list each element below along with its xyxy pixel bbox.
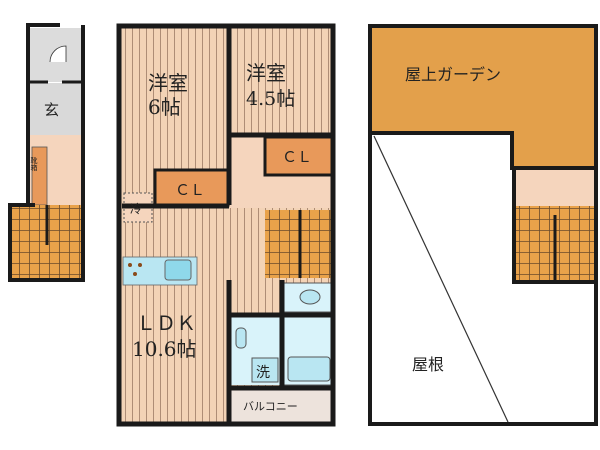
roof-hall [514, 170, 594, 206]
basin-icon [235, 327, 247, 349]
western-room-2-name: 洋室 [246, 61, 286, 85]
western-room-1-size: 6帖 [148, 95, 181, 119]
fridge-label: 冷 [130, 202, 142, 216]
western-room-1-name: 洋室 [148, 71, 188, 95]
closet-2-label: ＣＬ [282, 148, 312, 166]
washer-space [251, 357, 279, 383]
main-unit: 洋室 6帖 洋室 4.5帖 ＣＬ ＣＬ 冷 ＬＤＫ 10.6帖 洗 バルコニー [116, 23, 336, 427]
roof-diagonal [373, 135, 509, 423]
entrance-label: 玄 [44, 101, 59, 119]
shoe-box [31, 146, 48, 206]
entrance-room [30, 83, 82, 135]
door-icon [49, 45, 67, 63]
bathtub-icon [287, 356, 331, 382]
sink-icon [164, 259, 192, 281]
roof-unit: 屋上ガーデン 屋根 [368, 24, 598, 426]
western-room-2-size: 4.5帖 [246, 88, 295, 110]
roof-garden-label: 屋上ガーデン [405, 65, 501, 84]
balcony [230, 390, 332, 422]
washer-label: 洗 [256, 365, 270, 381]
roof-label: 屋根 [412, 355, 444, 374]
closet-1-label: ＣＬ [175, 181, 205, 199]
roof-garden [372, 28, 594, 168]
entrance-unit: 玄 靴箱 [8, 23, 85, 282]
toilet-icon [299, 289, 321, 305]
ldk-name: ＬＤＫ [136, 311, 196, 335]
shoe-box-label: 靴箱 [30, 156, 38, 172]
ldk-size: 10.6帖 [132, 337, 197, 361]
balcony-label: バルコニー [243, 400, 298, 413]
